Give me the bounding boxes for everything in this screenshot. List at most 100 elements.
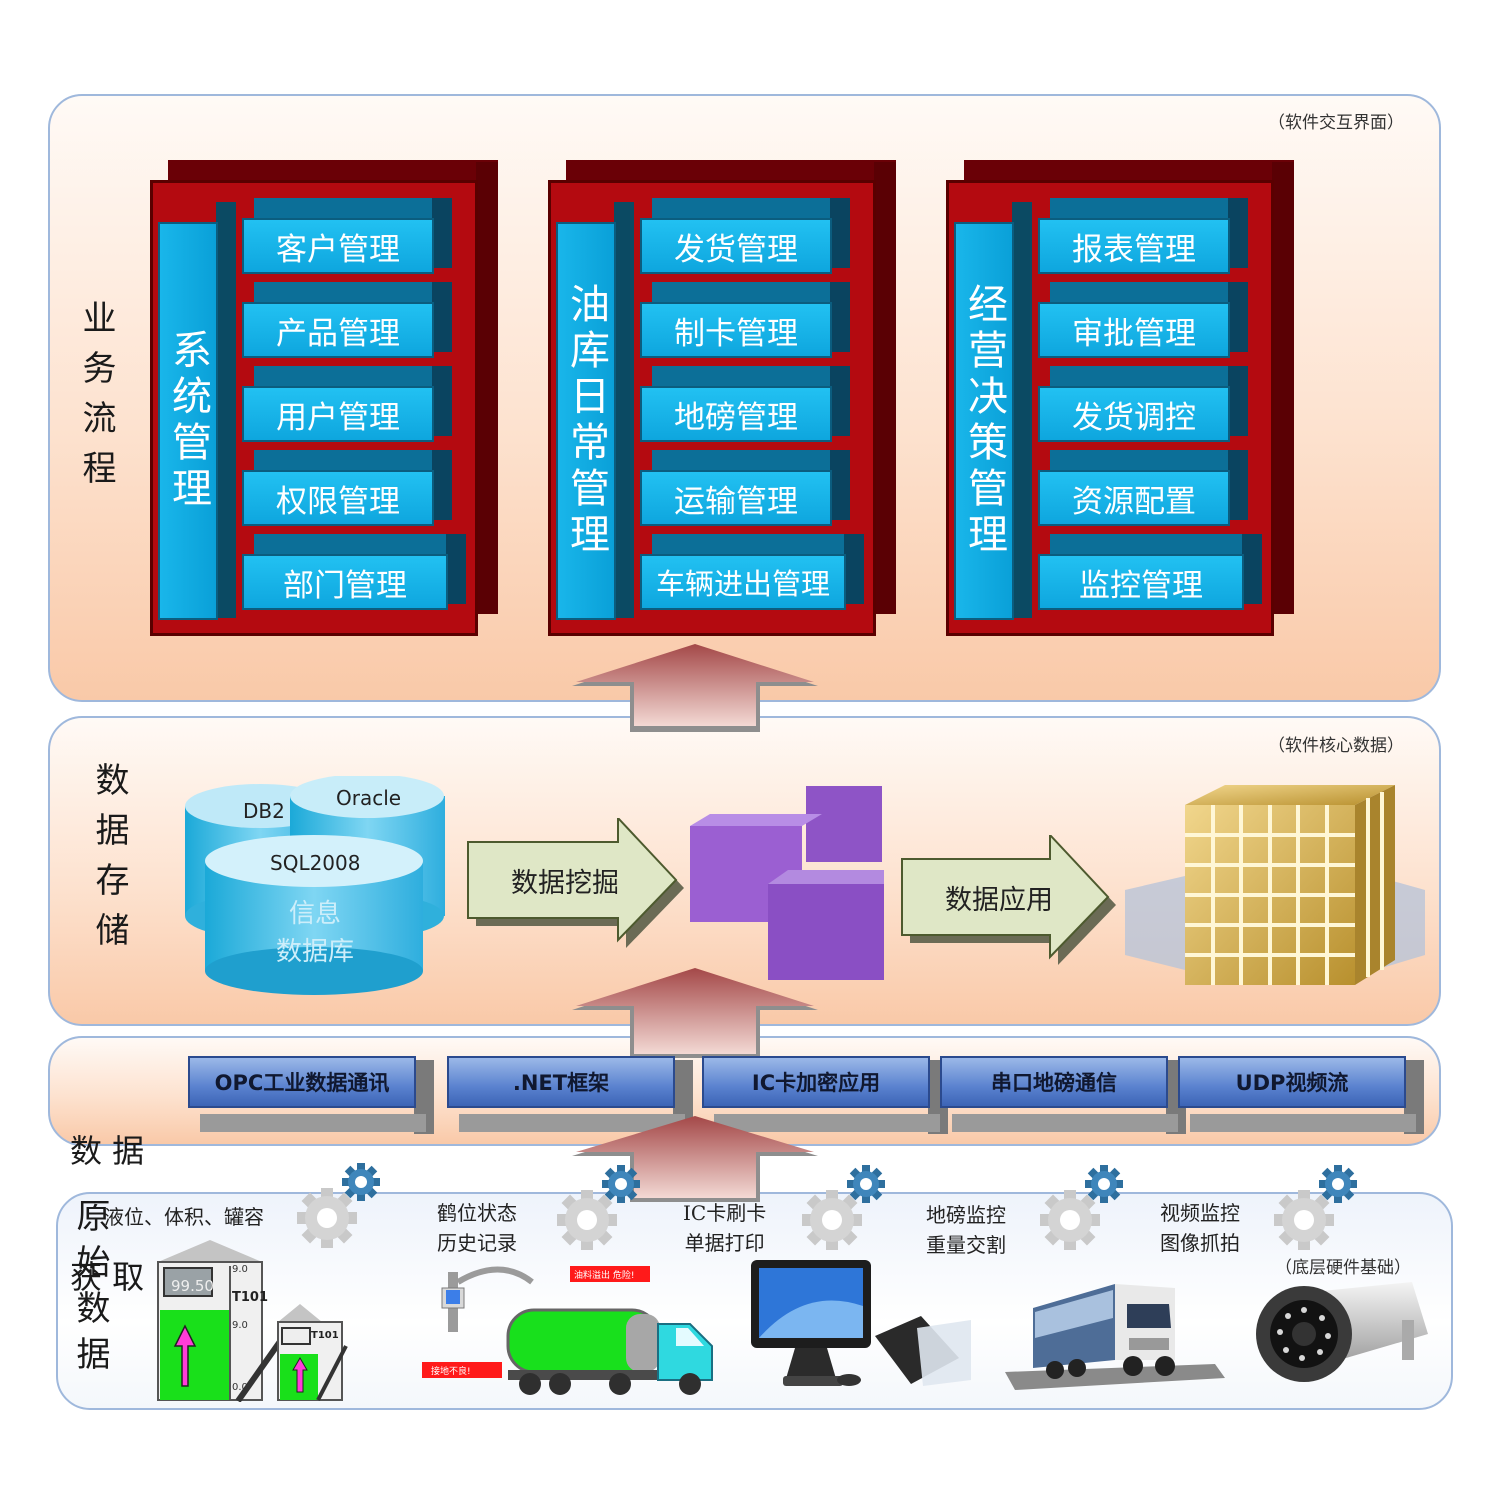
module-item-side — [830, 282, 850, 352]
database-icon — [185, 776, 445, 995]
module-item-label: 发货调控 — [1072, 399, 1196, 436]
module-item-top — [254, 450, 446, 472]
raw-item-line2: 重量交割 — [926, 1233, 1006, 1257]
tank2-label: T101 — [311, 1330, 339, 1341]
module-title: 系统管理 — [165, 329, 211, 513]
oracle-label: Oracle — [336, 786, 402, 810]
data-cubes-icon — [690, 786, 884, 980]
module-frame-side — [874, 162, 896, 614]
acquisition-item[interactable]: OPC工业数据通讯 — [188, 1056, 416, 1108]
data-mining-arrow-icon — [467, 818, 684, 948]
acquisition-item-bottom — [952, 1114, 1178, 1132]
module-item-label: 发货管理 — [674, 231, 798, 268]
raw-item-line1: 鹤位状态 — [437, 1201, 517, 1225]
module-item-side — [1228, 282, 1248, 352]
module-item[interactable]: 地磅管理 — [640, 386, 832, 442]
module-item-label: 制卡管理 — [674, 315, 798, 352]
gear-icon — [802, 1165, 885, 1250]
module-item-top — [254, 198, 446, 220]
module-item[interactable]: 客户管理 — [242, 218, 434, 274]
storage-layer-label: 数据存储 — [89, 762, 129, 962]
raw-layer-tag: （底层硬件基础） — [1275, 1258, 1411, 1278]
module-item[interactable]: 监控管理 — [1038, 554, 1244, 610]
acquisition-item[interactable]: 串口地磅通信 — [940, 1056, 1168, 1108]
raw-item-line1: 液位、体积、罐容 — [104, 1205, 264, 1229]
module-item-side — [830, 366, 850, 436]
module-item-label: 审批管理 — [1072, 315, 1196, 352]
module-frame-top — [964, 160, 1294, 182]
module-item[interactable]: 报表管理 — [1038, 218, 1230, 274]
module-frame-top — [566, 160, 896, 182]
acquisition-item[interactable]: UDP视频流 — [1178, 1056, 1406, 1108]
business-layer-tag: （软件交互界面） — [1268, 113, 1404, 133]
acquisition-label-line2: 获 取 — [70, 1258, 145, 1296]
module-item[interactable]: 制卡管理 — [640, 302, 832, 358]
module-item[interactable]: 发货管理 — [640, 218, 832, 274]
raw-item-label: 地磅监控重量交割 — [926, 1200, 1006, 1260]
raw-item-label: 鹤位状态历史记录 — [437, 1198, 517, 1258]
module-item[interactable]: 用户管理 — [242, 386, 434, 442]
raw-item-label: 视频监控图像抓拍 — [1160, 1198, 1240, 1258]
module-item-side — [432, 282, 452, 352]
module-item[interactable]: 运输管理 — [640, 470, 832, 526]
module-title-bar: 系统管理 — [158, 222, 218, 620]
module-item[interactable]: 产品管理 — [242, 302, 434, 358]
tank-display: 99.50 — [171, 1277, 214, 1295]
raw-item-line1: IC卡刷卡 — [683, 1201, 767, 1225]
module-item-side — [1228, 366, 1248, 436]
module-item-label: 权限管理 — [276, 483, 400, 520]
raw-item-line2: 历史记录 — [437, 1231, 517, 1255]
module-title-side — [216, 202, 236, 618]
up-arrow-icon-2 — [572, 968, 818, 1058]
db2-label: DB2 — [243, 799, 285, 823]
acquisition-item-bottom — [459, 1114, 685, 1132]
data-application-arrow-icon — [901, 835, 1116, 965]
module-item-side — [830, 198, 850, 268]
acquisition-item-label: .NET框架 — [512, 1071, 610, 1095]
module-title: 经营决策管理 — [961, 283, 1007, 559]
raw-item-line1: 地磅监控 — [926, 1203, 1006, 1227]
module-title-side — [1012, 202, 1032, 618]
acquisition-item[interactable]: .NET框架 — [447, 1056, 675, 1108]
module-item-top — [254, 366, 446, 388]
module-item-side — [432, 198, 452, 268]
module-item[interactable]: 车辆进出管理 — [640, 554, 846, 610]
tanker-alert-2: 接地不良! — [431, 1367, 471, 1377]
module-item-label: 用户管理 — [276, 399, 400, 436]
module-item-top — [652, 450, 844, 472]
gear-icon — [1274, 1165, 1357, 1250]
module-title-bar: 油库日常管理 — [556, 222, 616, 620]
module-frame-top — [168, 160, 498, 182]
tanker-truck-icon — [422, 1266, 713, 1395]
acquisition-item-bottom — [714, 1114, 940, 1132]
gear-icon — [557, 1165, 640, 1250]
raw-item-label: 液位、体积、罐容 — [104, 1202, 264, 1232]
module-frame-side — [476, 162, 498, 614]
acquisition-item-label: 串口地磅通信 — [991, 1071, 1117, 1095]
raw-item-label: IC卡刷卡单据打印 — [683, 1198, 766, 1258]
module-item[interactable]: 部门管理 — [242, 554, 448, 610]
module-item[interactable]: 资源配置 — [1038, 470, 1230, 526]
tanker-alert-1: 油料溢出 危险! — [574, 1271, 635, 1281]
acquisition-item-label: IC卡加密应用 — [751, 1071, 881, 1095]
module-item[interactable]: 发货调控 — [1038, 386, 1230, 442]
module-item-top — [652, 366, 844, 388]
raw-item-line2: 单据打印 — [684, 1231, 765, 1255]
module-item-side — [432, 450, 452, 520]
module-item-top — [652, 534, 858, 556]
business-layer-label: 业务流程 — [76, 300, 116, 500]
module-item[interactable]: 权限管理 — [242, 470, 434, 526]
gear-icon — [297, 1163, 380, 1248]
storage-layer-tag: （软件核心数据） — [1268, 736, 1404, 756]
module-item-label: 运输管理 — [674, 483, 798, 520]
tank-scale-top: 9.0 — [232, 1264, 248, 1275]
module-item-top — [1050, 198, 1242, 220]
tank1-label: T101 — [232, 1290, 269, 1305]
acquisition-item[interactable]: IC卡加密应用 — [702, 1056, 930, 1108]
acquisition-item-label: OPC工业数据通讯 — [214, 1071, 390, 1095]
module-item-top — [1050, 366, 1242, 388]
module-item[interactable]: 审批管理 — [1038, 302, 1230, 358]
data-mining-label: 数据挖掘 — [511, 867, 619, 899]
module-item-top — [1050, 282, 1242, 304]
raw-item-line2: 图像抓拍 — [1160, 1231, 1240, 1255]
